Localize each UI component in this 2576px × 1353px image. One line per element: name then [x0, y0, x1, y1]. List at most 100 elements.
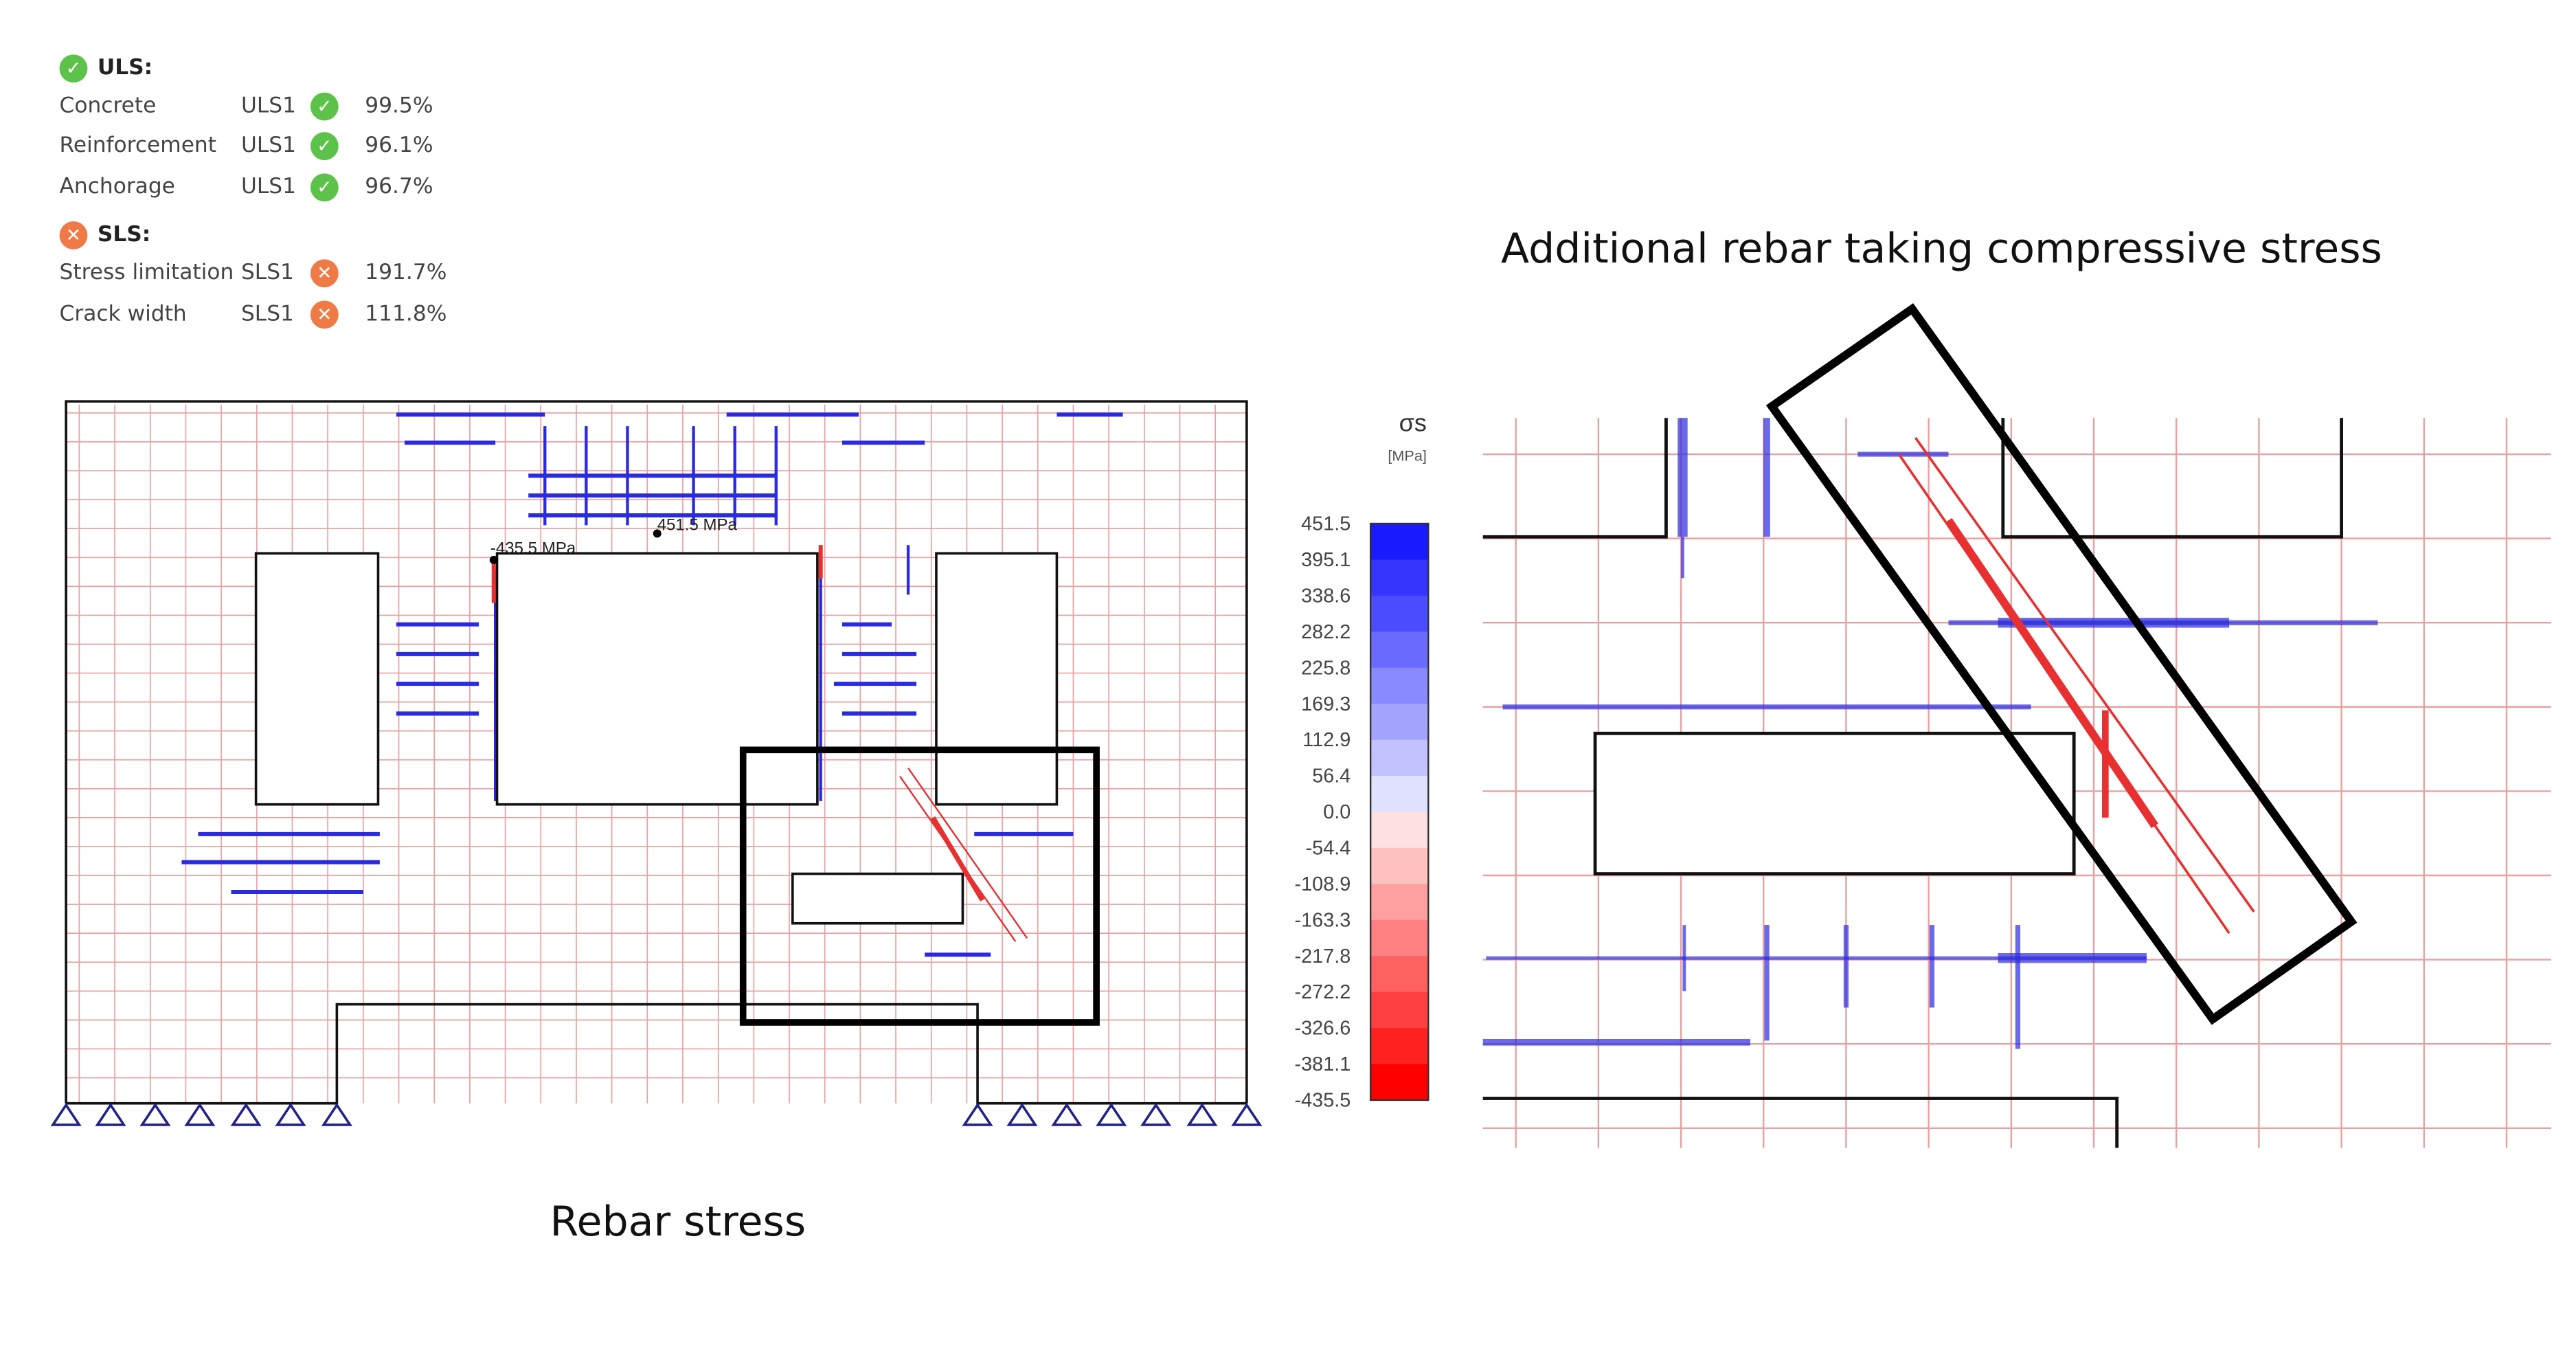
check-row: Crack width SLS1 ✕ 111.8%: [60, 294, 447, 335]
legend-label: 56.4: [1312, 765, 1351, 787]
check-icon: ✓: [310, 172, 339, 201]
support-icon: [1231, 1102, 1263, 1126]
legend-label: -272.2: [1295, 981, 1351, 1003]
support-icon: [1140, 1102, 1172, 1126]
diagonal-rebar: [1914, 436, 2255, 913]
legend-label: -326.6: [1295, 1018, 1351, 1040]
min-marker: [489, 555, 498, 564]
check-name: Concrete: [59, 93, 157, 119]
legend-label: -217.8: [1295, 946, 1351, 968]
legend-step: [1370, 631, 1429, 669]
legend-step: [1370, 812, 1429, 849]
legend-step: [1370, 1064, 1429, 1101]
check-icon: ✓: [310, 92, 339, 120]
caption-rebar-stress: Rebar stress: [550, 1197, 806, 1246]
check-value: 96.7%: [365, 175, 433, 200]
check-icon: ✓: [59, 54, 88, 82]
sls-group-header: ✕SLS:: [59, 217, 447, 254]
uls-group-header: ✓ ULS:: [59, 49, 447, 86]
legend-label: 112.9: [1302, 729, 1351, 751]
support-icon: [321, 1102, 352, 1126]
legend-label: 282.2: [1301, 621, 1351, 643]
check-row: Concrete ULS1 ✓ 99.5%: [60, 86, 447, 126]
check-icon: ✓: [310, 132, 339, 161]
support-icon: [1096, 1102, 1127, 1126]
supports: [50, 1102, 1263, 1126]
legend-title: σs: [1399, 408, 1427, 436]
check-name: Crack width: [59, 302, 187, 327]
legend-label: 225.8: [1301, 657, 1351, 679]
legend-label: 0.0: [1323, 801, 1351, 823]
fail-icon: ✕: [310, 300, 339, 328]
fail-icon: ✕: [59, 221, 88, 249]
highlight-rotated-box: [1765, 303, 2358, 1025]
support-icon: [1051, 1102, 1083, 1126]
check-value: 96.1%: [365, 134, 433, 159]
legend-label: -381.1: [1295, 1053, 1351, 1075]
highlight-box: [739, 746, 1100, 1026]
check-name: Stress limitation: [59, 261, 234, 287]
opening-small: [791, 872, 964, 925]
check-combination: ULS1: [240, 134, 296, 159]
legend-step: [1370, 595, 1429, 633]
legend-label: 451.5: [1301, 513, 1351, 535]
legend-label: 338.6: [1301, 585, 1351, 607]
zoomed-detail-view: [1482, 303, 2551, 1148]
support-icon: [95, 1102, 126, 1126]
min-stress-label: -435.5 MPa: [490, 539, 576, 557]
opening-center: [495, 552, 819, 806]
legend-step: [1370, 1028, 1429, 1065]
check-name: Anchorage: [59, 175, 175, 200]
check-value: 111.8%: [365, 302, 447, 327]
max-marker: [653, 529, 662, 538]
opening-left: [254, 552, 380, 806]
diagonal-rebar: [907, 768, 1028, 939]
legend-step: [1370, 704, 1429, 741]
support-icon: [139, 1102, 171, 1126]
support-icon: [230, 1102, 262, 1126]
max-stress-label: 451.5 MPa: [657, 516, 738, 535]
support-icon: [275, 1102, 306, 1126]
check-value: 99.5%: [365, 93, 433, 119]
legend-label: -108.9: [1295, 873, 1351, 895]
legend-step: [1370, 559, 1429, 596]
check-combination: ULS1: [240, 93, 296, 119]
legend-unit: [MPa]: [1388, 447, 1426, 465]
structure-outline: [65, 400, 1248, 1105]
opening-right: [935, 552, 1059, 806]
legend-step: [1370, 992, 1429, 1029]
legend-step: [1370, 776, 1429, 813]
support-icon: [1006, 1102, 1038, 1126]
detail-outline: [1482, 418, 2343, 1148]
diagonal-rebar-stressed: [931, 816, 985, 902]
support-icon: [1186, 1102, 1218, 1126]
uls-title: ULS:: [97, 55, 153, 80]
legend-label: -435.5: [1295, 1090, 1351, 1112]
legend-label: -54.4: [1306, 838, 1351, 860]
check-combination: ULS1: [240, 175, 296, 200]
check-value: 191.7%: [365, 261, 447, 287]
check-combination: SLS1: [240, 302, 294, 327]
legend-step: [1370, 524, 1429, 561]
support-icon: [184, 1102, 216, 1126]
support-icon: [50, 1102, 82, 1126]
legend-label: 169.3: [1301, 693, 1351, 715]
legend: σs [MPa] 451.5 395.1 338.6 282.2 225.8 169.3 1…: [1295, 408, 1430, 1112]
legend-step: [1370, 739, 1429, 776]
legend-step: [1370, 956, 1429, 993]
diagonal-rebar-stressed: [1945, 517, 2158, 829]
legend-step: [1370, 847, 1429, 885]
check-combination: SLS1: [240, 261, 294, 287]
check-row: Anchorage ULS1 ✓ 96.7%: [60, 167, 447, 208]
caption-additional-rebar: Additional rebar taking compressive stre…: [1501, 224, 2382, 273]
support-icon: [962, 1102, 993, 1126]
legend-step: [1370, 919, 1429, 957]
legend-label: 395.1: [1301, 549, 1351, 571]
legend-step: [1370, 667, 1429, 704]
legend-step: [1370, 884, 1429, 921]
